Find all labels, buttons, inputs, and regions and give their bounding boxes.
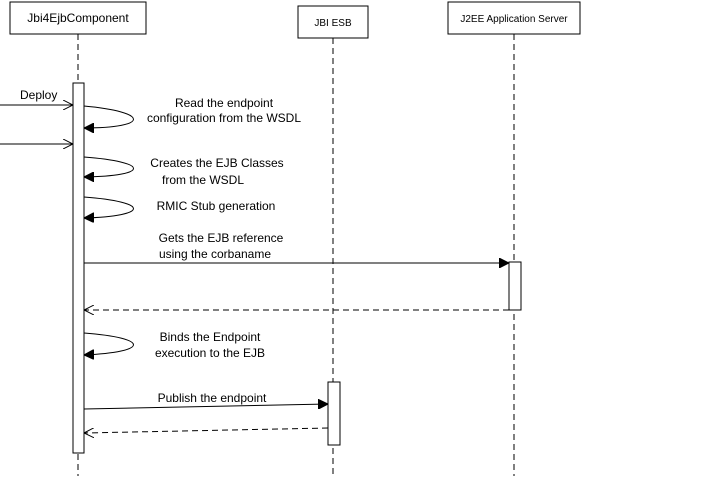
deploy-label: Deploy xyxy=(20,88,57,102)
message-arrow-publish xyxy=(83,404,328,410)
rmic-label: RMIC Stub generation xyxy=(157,199,276,213)
binds-label-line2: execution to the EJB xyxy=(155,346,265,360)
self-arrow-binds xyxy=(84,332,134,355)
self-arrow-read xyxy=(83,105,134,128)
participant-jbi-esb: JBI ESB xyxy=(297,5,369,39)
participant-label: JBI ESB xyxy=(314,18,352,29)
create-label-line2: from the WSDL xyxy=(162,173,244,187)
gets-label-line1: Gets the EJB reference xyxy=(159,231,284,245)
self-arrow-rmic xyxy=(84,196,134,218)
gets-label-line2: using the corbaname xyxy=(159,247,271,261)
return-arrow-esb xyxy=(84,427,329,433)
publish-label: Publish the endpoint xyxy=(158,391,267,405)
participant-label: J2EE Application Server xyxy=(460,14,568,25)
activation-component xyxy=(72,82,85,454)
participant-jbi4ejbcomponent: Jbi4EjbComponent xyxy=(9,1,147,35)
participant-label: Jbi4EjbComponent xyxy=(27,11,129,25)
activation-esb xyxy=(327,381,341,446)
create-label-line1: Creates the EJB Classes xyxy=(150,156,283,170)
participant-j2ee-application-server: J2EE Application Server xyxy=(447,1,581,35)
activation-server xyxy=(508,261,522,311)
self-arrow-create xyxy=(84,156,134,177)
read-label-line1: Read the endpoint xyxy=(175,96,274,110)
read-label-line2: configuration from the WSDL xyxy=(147,111,301,125)
binds-label-line1: Binds the Endpoint xyxy=(160,330,261,344)
